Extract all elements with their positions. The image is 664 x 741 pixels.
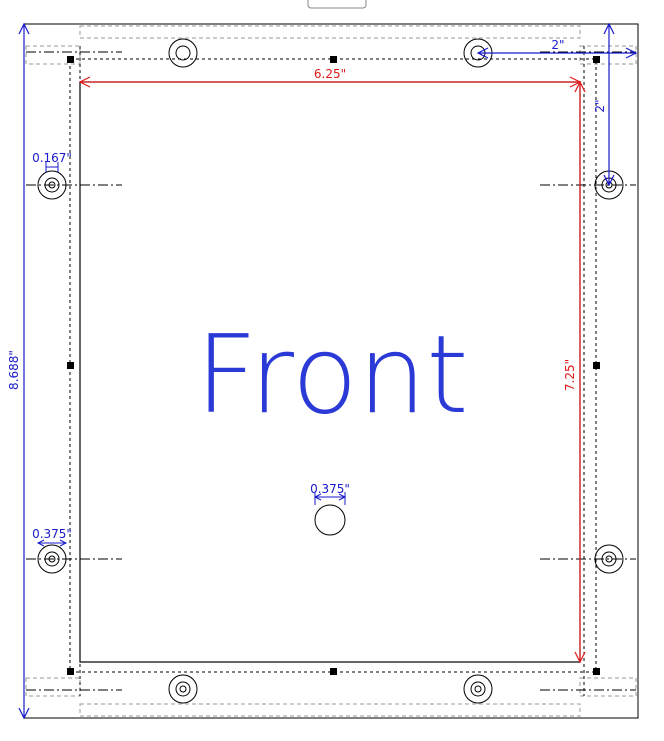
hole-offset-y-dimension [603, 22, 615, 187]
inner-height-label: 7.25" [563, 359, 577, 391]
hole-offset-x-label: 2" [551, 38, 564, 52]
top-handle-button[interactable] [307, 0, 367, 9]
mount-hole [594, 544, 624, 574]
mount-hole [168, 38, 198, 68]
inner-width-label: 6.25" [314, 67, 346, 81]
center-hole-dimension [313, 492, 347, 505]
mount-hole [37, 170, 67, 200]
overall-height-label: 8.688" [7, 350, 21, 390]
corner-brackets [25, 25, 637, 717]
mount-hole-dimension [36, 539, 68, 547]
small-hole-label: 0.167" [32, 151, 72, 165]
hole-offset-y-label: 2" [593, 99, 607, 112]
center-hole-label: 0.375" [310, 482, 350, 496]
edge-guides [79, 46, 585, 696]
panel-label: Front [195, 313, 468, 438]
centerlines [26, 51, 636, 691]
mount-hole [463, 674, 493, 704]
grip-handles[interactable] [67, 56, 600, 675]
inner-height-dimension [574, 80, 586, 664]
overall-height-dimension [18, 22, 30, 720]
small-hole-dimension [45, 162, 59, 172]
mount-hole [168, 674, 198, 704]
mount-hole [37, 544, 67, 574]
mount-hole-label: 0.375" [32, 527, 72, 541]
mounting-holes [37, 38, 624, 704]
center-hole [314, 504, 346, 536]
hole-offset-x-dimension [476, 47, 638, 59]
